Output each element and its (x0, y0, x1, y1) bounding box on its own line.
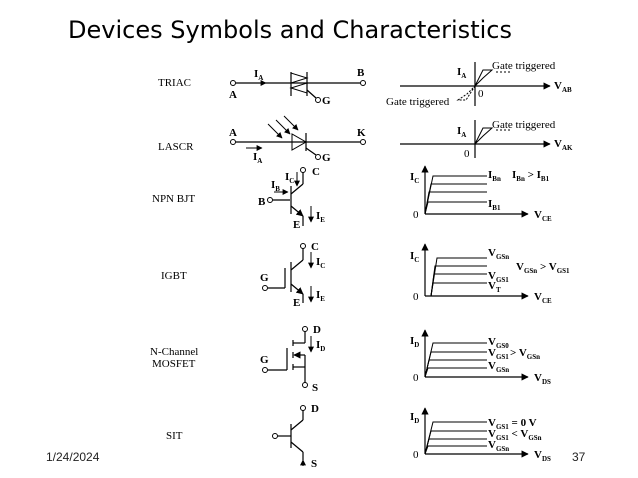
sit-row: SIT D S ID VDS 0 VGS1 = 0 V VGS1 < VGS (166, 403, 551, 470)
lascr-origin: 0 (464, 148, 470, 160)
igbt-x-axis-label: VCE (534, 291, 552, 305)
igbt-pin-e: E (293, 297, 300, 309)
mosfet-x-axis-label: VDS (534, 372, 551, 386)
npn-bjt-symbol: C B E IC IB IE (258, 166, 325, 231)
lascr-y-axis-label: IA (457, 125, 466, 139)
sit-y-axis-label: ID (410, 411, 419, 425)
sit-characteristic: ID VDS 0 VGS1 = 0 V VGS1 < VGSn VGSn (410, 407, 551, 463)
npn-relation: IBn > IB1 (512, 169, 550, 183)
lascr-symbol: A K G IA (229, 115, 366, 165)
lascr-pin-a: A (229, 127, 237, 139)
npn-bjt-row: NPN BJT C B E IC IB IE I (152, 165, 552, 231)
npn-pin-b: B (258, 196, 266, 208)
lascr-x-axis-label: VAK (554, 138, 573, 152)
igbt-ie-label: IE (316, 289, 325, 303)
sit-curve-vgsn: VGSn (488, 439, 509, 453)
mosfet-row: N-Channel MOSFET D G S ID (150, 324, 551, 394)
npn-x-axis-label: VCE (534, 209, 552, 223)
mosfet-pin-s: S (312, 382, 318, 394)
igbt-ic-label: IC (316, 256, 325, 270)
igbt-pin-c: C (311, 241, 319, 253)
triac-gate-triggered-lower: Gate triggered (386, 96, 450, 108)
npn-curve-ibn: IBn (488, 169, 501, 183)
npn-curve-ib1: IB1 (488, 198, 501, 212)
igbt-symbol: C G E IC IE (260, 241, 325, 309)
sit-origin: 0 (413, 449, 419, 461)
lascr-gate-triggered: Gate triggered (492, 119, 556, 131)
lascr-row: LASCR A K G IA IA VAK 0 Gate tri (158, 115, 573, 165)
mosfet-curve-vgs0: VGS0 (488, 336, 509, 350)
igbt-characteristic: IC VCE 0 VGSn VGS1 VT VGSn > VGS1 (410, 243, 570, 305)
sit-relation-1: VGS1 = 0 V (488, 417, 537, 431)
igbt-curve-vgs1: VGS1 (488, 270, 509, 284)
triac-pin-a: A (229, 89, 237, 101)
lascr-characteristic: IA VAK 0 Gate triggered (400, 119, 573, 160)
sit-symbol: D S (272, 403, 319, 470)
device-name-sit: SIT (166, 430, 183, 442)
device-name-mosfet-line2: MOSFET (152, 358, 196, 370)
sit-x-axis-label: VDS (534, 449, 551, 463)
npn-ie-label: IE (316, 210, 325, 224)
igbt-y-axis-label: IC (410, 250, 419, 264)
triac-row: TRIAC A B G IA IA VAB 0 Gate tri (158, 60, 572, 108)
device-name-triac: TRIAC (158, 77, 191, 89)
mosfet-curve-vgsn: VGSn (488, 360, 509, 374)
slide-title: Devices Symbols and Characteristics (68, 16, 512, 44)
triac-pin-b: B (357, 67, 365, 79)
slide-date: 1/24/2024 (46, 450, 100, 464)
lascr-pin-g: G (322, 152, 331, 164)
mosfet-origin: 0 (413, 372, 419, 384)
mosfet-pin-g: G (260, 354, 269, 366)
triac-pin-g: G (322, 95, 331, 107)
triac-gate-triggered-upper: Gate triggered (492, 60, 556, 72)
triac-symbol: A B G IA (229, 67, 366, 107)
npn-pin-e: E (293, 219, 300, 231)
igbt-origin: 0 (413, 291, 419, 303)
igbt-relation: VGSn > VGS1 (516, 261, 570, 275)
npn-ic-label: IC (285, 171, 294, 185)
sit-pin-d: D (311, 403, 319, 415)
igbt-row: IGBT C G E IC IE IC VCE (161, 241, 570, 309)
device-name-mosfet-line1: N-Channel (150, 346, 198, 358)
mosfet-pin-d: D (313, 324, 321, 336)
mosfet-curve-vgs1: VGS1 (488, 347, 509, 361)
npn-y-axis-label: IC (410, 171, 419, 185)
sit-pin-s: S (311, 458, 317, 470)
triac-x-axis-label: VAB (554, 80, 572, 94)
slide-page-number: 37 (572, 450, 586, 464)
mosfet-relation: > VGSn (510, 347, 540, 361)
device-name-igbt: IGBT (161, 270, 187, 282)
mosfet-symbol: D G S ID (260, 324, 325, 394)
triac-current-label: IA (254, 68, 263, 82)
device-name-npn-bjt: NPN BJT (152, 193, 195, 205)
npn-ib-label: IB (271, 179, 280, 193)
igbt-pin-g: G (260, 272, 269, 284)
lascr-current-label: IA (253, 151, 262, 165)
triac-y-axis-label: IA (457, 66, 466, 80)
npn-origin: 0 (413, 209, 419, 221)
igbt-curve-vt: VT (488, 280, 501, 294)
mosfet-characteristic: ID VDS 0 VGS0 VGS1 VGSn > VGSn (410, 329, 551, 386)
triac-origin: 0 (478, 88, 484, 100)
mosfet-id-label: ID (316, 339, 325, 353)
igbt-curve-vgsn: VGSn (488, 247, 509, 261)
device-name-lascr: LASCR (158, 141, 194, 153)
lascr-pin-k: K (357, 127, 366, 139)
triac-characteristic: IA VAB 0 Gate triggered Gate triggered (386, 60, 572, 108)
npn-bjt-characteristic: IC VCE 0 IBn IB1 IBn > IB1 (410, 165, 552, 223)
mosfet-y-axis-label: ID (410, 335, 419, 349)
sit-relation-2: VGS1 < VGSn (488, 428, 542, 442)
npn-pin-c: C (312, 166, 320, 178)
